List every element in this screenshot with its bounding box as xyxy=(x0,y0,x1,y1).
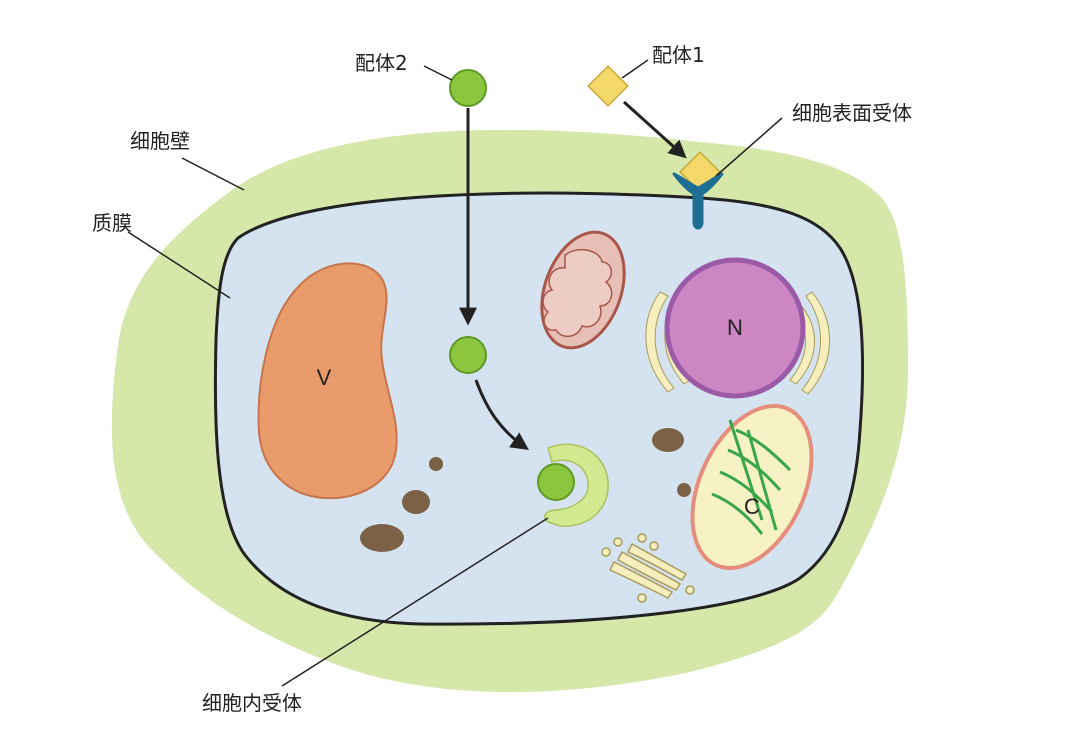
cell-surface-receptor xyxy=(672,172,724,230)
intracellular-receptor xyxy=(544,443,609,527)
vacuole-label: V xyxy=(317,365,332,390)
cell-surface-receptor-label: 细胞表面受体 xyxy=(792,101,912,125)
nucleus xyxy=(664,257,806,399)
chloroplast-label: C xyxy=(744,494,760,519)
ligand2-inside xyxy=(449,336,487,374)
mitochondrion xyxy=(540,230,626,350)
golgi-apparatus xyxy=(601,533,695,603)
endoplasmic-reticulum xyxy=(645,291,830,395)
cell-wall-label: 细胞壁 xyxy=(130,129,190,153)
intracellular-receptor-label: 细胞内受体 xyxy=(202,691,302,715)
leader-lines xyxy=(127,59,783,687)
nucleus-label: N xyxy=(727,315,743,340)
ligand2-binding-arrow xyxy=(474,379,529,451)
ligand2-bound xyxy=(537,463,575,501)
plasma-membrane-label: 质膜 xyxy=(92,211,132,235)
chloroplast xyxy=(690,404,814,570)
ligand2-outside xyxy=(449,69,487,107)
ligand1-outside xyxy=(587,65,629,107)
ligand2-label: 配体2 xyxy=(355,51,408,75)
vacuole xyxy=(257,262,398,500)
ligand1-label: 配体1 xyxy=(652,43,705,67)
vesicles xyxy=(360,428,691,552)
ligand1-arrow xyxy=(622,100,687,159)
